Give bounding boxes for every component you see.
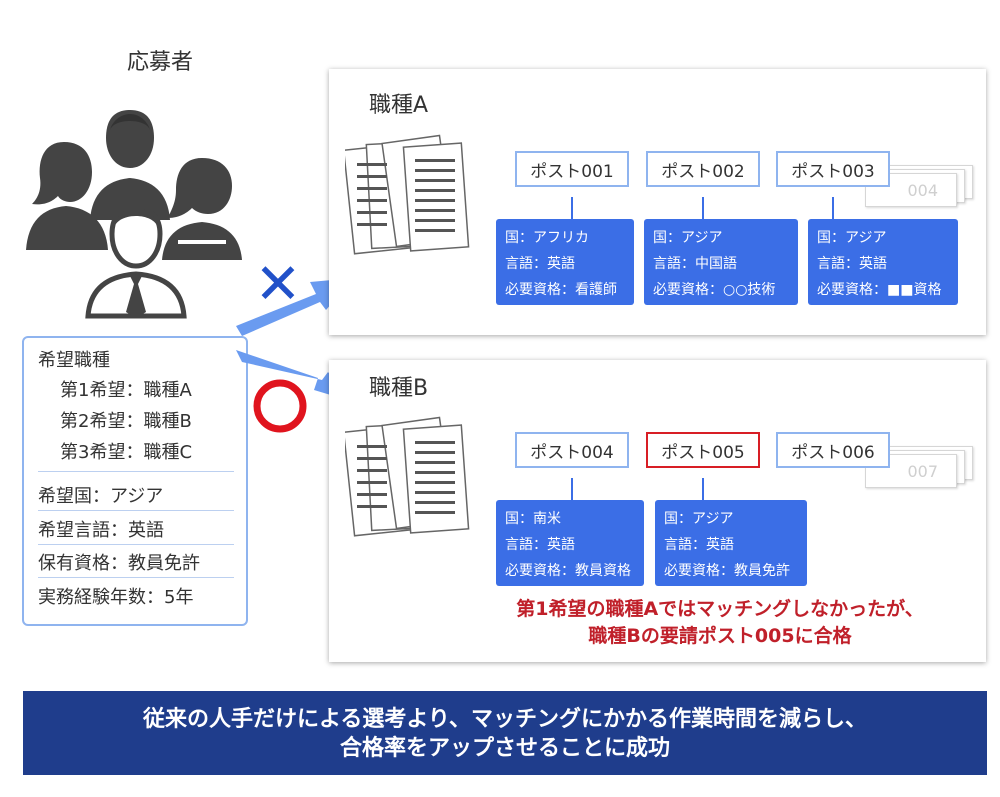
requirement-qualification: 必要資格：教員資格 (505, 563, 631, 579)
requirement-qualification: 必要資格：■■資格 (817, 282, 942, 298)
divider (38, 577, 234, 578)
banner-line: 合格率をアップさせることに成功 (339, 736, 670, 761)
requirement-language: 言語：英語 (505, 537, 575, 553)
post-card-002[interactable]: ポスト002 (646, 151, 760, 187)
callout-stem (702, 197, 704, 219)
requirement-qualification: 必要資格：教員免許 (664, 563, 790, 579)
post-005-requirements: 国：アジア 言語：英語 必要資格：教員免許 (655, 500, 807, 586)
applicants-group-icon (26, 110, 242, 319)
requirement-qualification: 必要資格：○○技術 (653, 282, 776, 298)
job-b-panel: 職種B 007 ポスト004 ポスト005 ポスト006 国：南米 言語：英語 … (329, 360, 986, 662)
requirement-qualification: 必要資格：看護師 (505, 282, 617, 298)
requirement-language: 言語：英語 (505, 256, 575, 272)
requirement-language: 言語：英語 (817, 256, 887, 272)
requirement-language: 言語：英語 (664, 537, 734, 553)
result-line: 第1希望の職種Aではマッチングしなかったが、 (516, 598, 924, 620)
applicant-title: 応募者 (126, 50, 193, 75)
preferred-jobs-heading: 希望職種 (38, 350, 110, 371)
divider (38, 510, 234, 511)
preference-third-choice: 第3希望：職種C (60, 442, 193, 463)
post-card-005-selected[interactable]: ポスト005 (646, 432, 760, 468)
job-b-title: 職種B (369, 376, 429, 401)
requirement-country: 国：アジア (653, 230, 723, 246)
post-001-requirements: 国：アフリカ 言語：英語 必要資格：看護師 (496, 219, 634, 305)
preference-first-choice: 第1希望：職種A (60, 380, 192, 401)
post-card-004[interactable]: ポスト004 (515, 432, 629, 468)
result-line: 職種Bの要請ポスト005に合格 (588, 625, 852, 647)
post-004-requirements: 国：南米 言語：英語 必要資格：教員資格 (496, 500, 644, 586)
document-stack-icon (345, 416, 470, 537)
summary-banner: 従来の人手だけによる選考より、マッチングにかかる作業時間を減らし、 合格率をアッ… (23, 691, 987, 775)
ghost-post-card-label: 004 (865, 173, 957, 207)
callout-stem (571, 478, 573, 500)
requirement-country: 国：アジア (664, 511, 734, 527)
divider (38, 544, 234, 545)
held-qualification: 保有資格：教員免許 (38, 553, 200, 574)
post-002-requirements: 国：アジア 言語：中国語 必要資格：○○技術 (644, 219, 798, 305)
matching-result-text: 第1希望の職種Aではマッチングしなかったが、 職種Bの要請ポスト005に合格 (470, 596, 970, 650)
job-a-panel: 職種A 004 ポスト001 ポスト002 ポスト003 国：アフリカ 言語：英… (329, 69, 986, 335)
requirement-language: 言語：中国語 (653, 256, 737, 272)
callout-stem (571, 197, 573, 219)
requirement-country: 国：アジア (817, 230, 887, 246)
banner-line: 従来の人手だけによる選考より、マッチングにかかる作業時間を減らし、 (142, 707, 868, 732)
no-match-cross-icon: ✕ (254, 252, 302, 317)
match-circle-icon (253, 379, 307, 433)
preferred-country: 希望国：アジア (38, 486, 164, 507)
post-card-003[interactable]: ポスト003 (776, 151, 890, 187)
document-stack-icon (345, 134, 470, 255)
callout-stem (702, 478, 704, 500)
arrow-to-job-a-icon (236, 278, 354, 336)
requirement-country: 国：アフリカ (505, 230, 589, 246)
requirement-country: 国：南米 (505, 511, 561, 527)
callout-stem (832, 197, 834, 219)
post-card-006[interactable]: ポスト006 (776, 432, 890, 468)
divider (38, 471, 234, 472)
work-experience-years: 実務経験年数：5年 (38, 587, 194, 608)
preference-second-choice: 第2希望：職種B (60, 411, 192, 432)
post-003-requirements: 国：アジア 言語：英語 必要資格：■■資格 (808, 219, 958, 305)
preferred-language: 希望言語：英語 (38, 520, 164, 541)
job-a-title: 職種A (369, 93, 429, 118)
connector-arrows (236, 278, 354, 402)
post-card-001[interactable]: ポスト001 (515, 151, 629, 187)
arrow-to-job-b-icon (236, 350, 354, 402)
applicant-preferences-card: 希望職種 第1希望：職種A 第2希望：職種B 第3希望：職種C 希望国：アジア … (22, 336, 248, 626)
